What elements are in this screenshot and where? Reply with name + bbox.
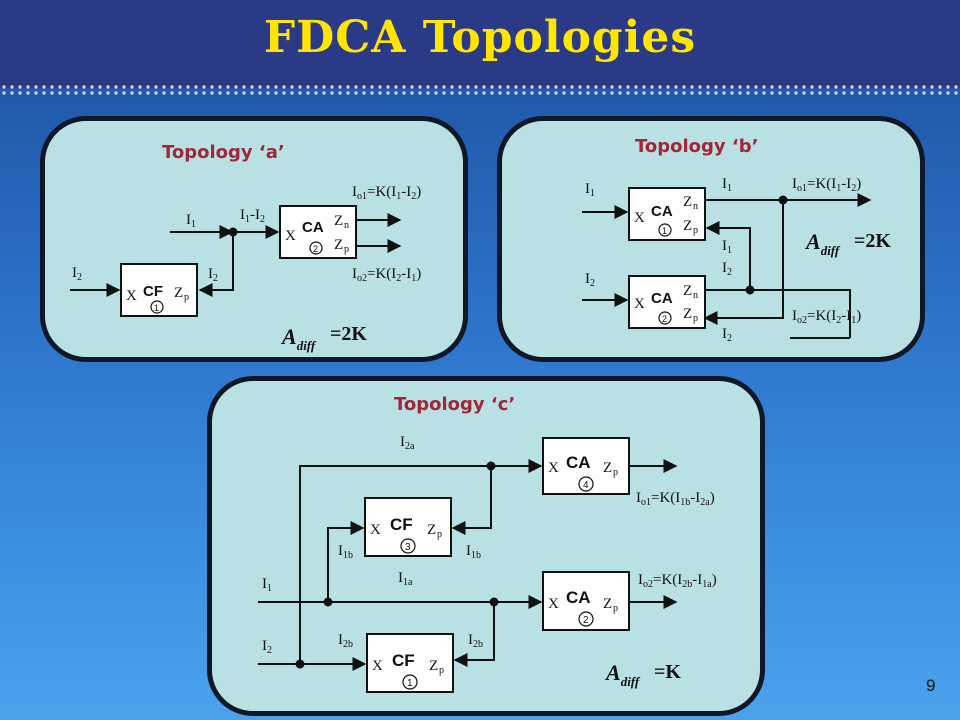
svg-text:CF: CF	[390, 515, 413, 534]
svg-text:p: p	[344, 244, 349, 255]
svg-text:Io1=K(I1-I2): Io1=K(I1-I2)	[352, 184, 421, 202]
svg-text:Io2=K(I2-I1): Io2=K(I2-I1)	[792, 308, 861, 326]
svg-text:3: 3	[405, 542, 411, 553]
svg-text:Adiff: Adiff	[804, 229, 841, 258]
svg-text:p: p	[437, 529, 442, 540]
svg-text:I1-I2: I1-I2	[240, 207, 265, 225]
svg-text:I1: I1	[186, 212, 196, 230]
svg-text:X: X	[634, 296, 645, 312]
svg-text:1: 1	[662, 226, 667, 236]
svg-text:p: p	[184, 292, 189, 303]
title-bar	[0, 0, 960, 88]
svg-text:CA: CA	[566, 588, 591, 607]
svg-text:X: X	[634, 210, 645, 226]
svg-text:Z: Z	[603, 460, 612, 476]
svg-text:Z: Z	[603, 596, 612, 612]
slide-title: FDCA Topologies	[263, 12, 697, 63]
svg-text:I2: I2	[722, 260, 732, 278]
cf-label: CF	[143, 283, 163, 300]
svg-text:I1: I1	[722, 238, 732, 256]
svg-text:I2: I2	[722, 326, 732, 344]
topology-b-diagram: X CA Z n Z p 1 X CA Z n Z p 2	[582, 176, 891, 344]
svg-text:I2a: I2a	[400, 434, 415, 452]
dotted-separator	[0, 84, 960, 96]
svg-text:p: p	[693, 313, 698, 324]
svg-text:I2b: I2b	[468, 632, 483, 650]
svg-text:Z: Z	[683, 283, 692, 299]
svg-text:Io2=K(I2b-I1a): Io2=K(I2b-I1a)	[638, 572, 717, 590]
svg-text:CF: CF	[392, 651, 415, 670]
cf-zp-label: Z	[174, 285, 183, 301]
svg-text:Z: Z	[683, 218, 692, 234]
svg-text:4: 4	[583, 480, 589, 491]
topology-c-title: Topology ‘c’	[394, 394, 516, 415]
svg-text:2: 2	[662, 314, 667, 324]
topology-c-gain: =K	[654, 661, 681, 683]
topology-a-gain: =2K	[330, 323, 367, 345]
svg-text:Io1=K(I1-I2): Io1=K(I1-I2)	[792, 176, 861, 194]
svg-text:I1: I1	[722, 176, 732, 194]
svg-text:Adiff: Adiff	[280, 324, 317, 353]
ca-block-4	[542, 437, 630, 495]
topology-b-gain: =2K	[854, 230, 891, 252]
svg-text:Adiff: Adiff	[604, 660, 641, 689]
svg-text:Z: Z	[683, 194, 692, 210]
svg-text:I2b: I2b	[338, 632, 353, 650]
cf-number: 1	[154, 303, 159, 313]
svg-text:I2: I2	[72, 265, 82, 283]
topology-a-diagram: X CF Z p 1 X CA Z n Z p 2	[70, 184, 421, 353]
topology-c-diagram: X CA Z p 4 X CF Z p 3 X CA Z p 2 X CF	[258, 434, 717, 693]
svg-text:X: X	[370, 522, 381, 538]
svg-text:X: X	[285, 228, 296, 244]
svg-text:n: n	[693, 201, 698, 212]
svg-text:I2: I2	[262, 638, 272, 656]
topology-a-title: Topology ‘a’	[162, 142, 285, 163]
svg-text:1: 1	[407, 678, 413, 689]
svg-text:I2: I2	[208, 266, 218, 284]
svg-text:I1a: I1a	[398, 570, 413, 588]
svg-text:p: p	[693, 225, 698, 236]
svg-text:p: p	[439, 665, 444, 676]
svg-text:Z: Z	[334, 237, 343, 253]
svg-text:Z: Z	[429, 658, 438, 674]
svg-text:I1: I1	[585, 181, 595, 199]
topology-b-title: Topology ‘b’	[635, 136, 759, 157]
svg-text:2: 2	[313, 244, 318, 254]
svg-text:CA: CA	[651, 203, 673, 220]
svg-text:CA: CA	[651, 290, 673, 307]
svg-text:I2: I2	[585, 271, 595, 289]
svg-text:Z: Z	[683, 306, 692, 322]
svg-text:p: p	[613, 603, 618, 614]
svg-text:I1b: I1b	[466, 543, 481, 561]
svg-text:2: 2	[583, 615, 589, 626]
svg-text:X: X	[548, 460, 559, 476]
svg-text:X: X	[372, 658, 383, 674]
svg-text:I1: I1	[262, 576, 272, 594]
svg-text:Z: Z	[427, 522, 436, 538]
svg-text:CA: CA	[566, 453, 591, 472]
svg-text:n: n	[344, 220, 349, 231]
svg-text:CA: CA	[302, 219, 324, 236]
svg-text:p: p	[613, 467, 618, 478]
cf-x-label: X	[126, 288, 137, 304]
page-number: 9	[926, 676, 936, 695]
svg-text:X: X	[548, 596, 559, 612]
svg-text:I1b: I1b	[338, 543, 353, 561]
svg-text:Io2=K(I2-I1): Io2=K(I2-I1)	[352, 266, 421, 284]
svg-text:Z: Z	[334, 213, 343, 229]
svg-text:n: n	[693, 290, 698, 301]
svg-text:Io1=K(I1b-I2a): Io1=K(I1b-I2a)	[636, 490, 715, 508]
